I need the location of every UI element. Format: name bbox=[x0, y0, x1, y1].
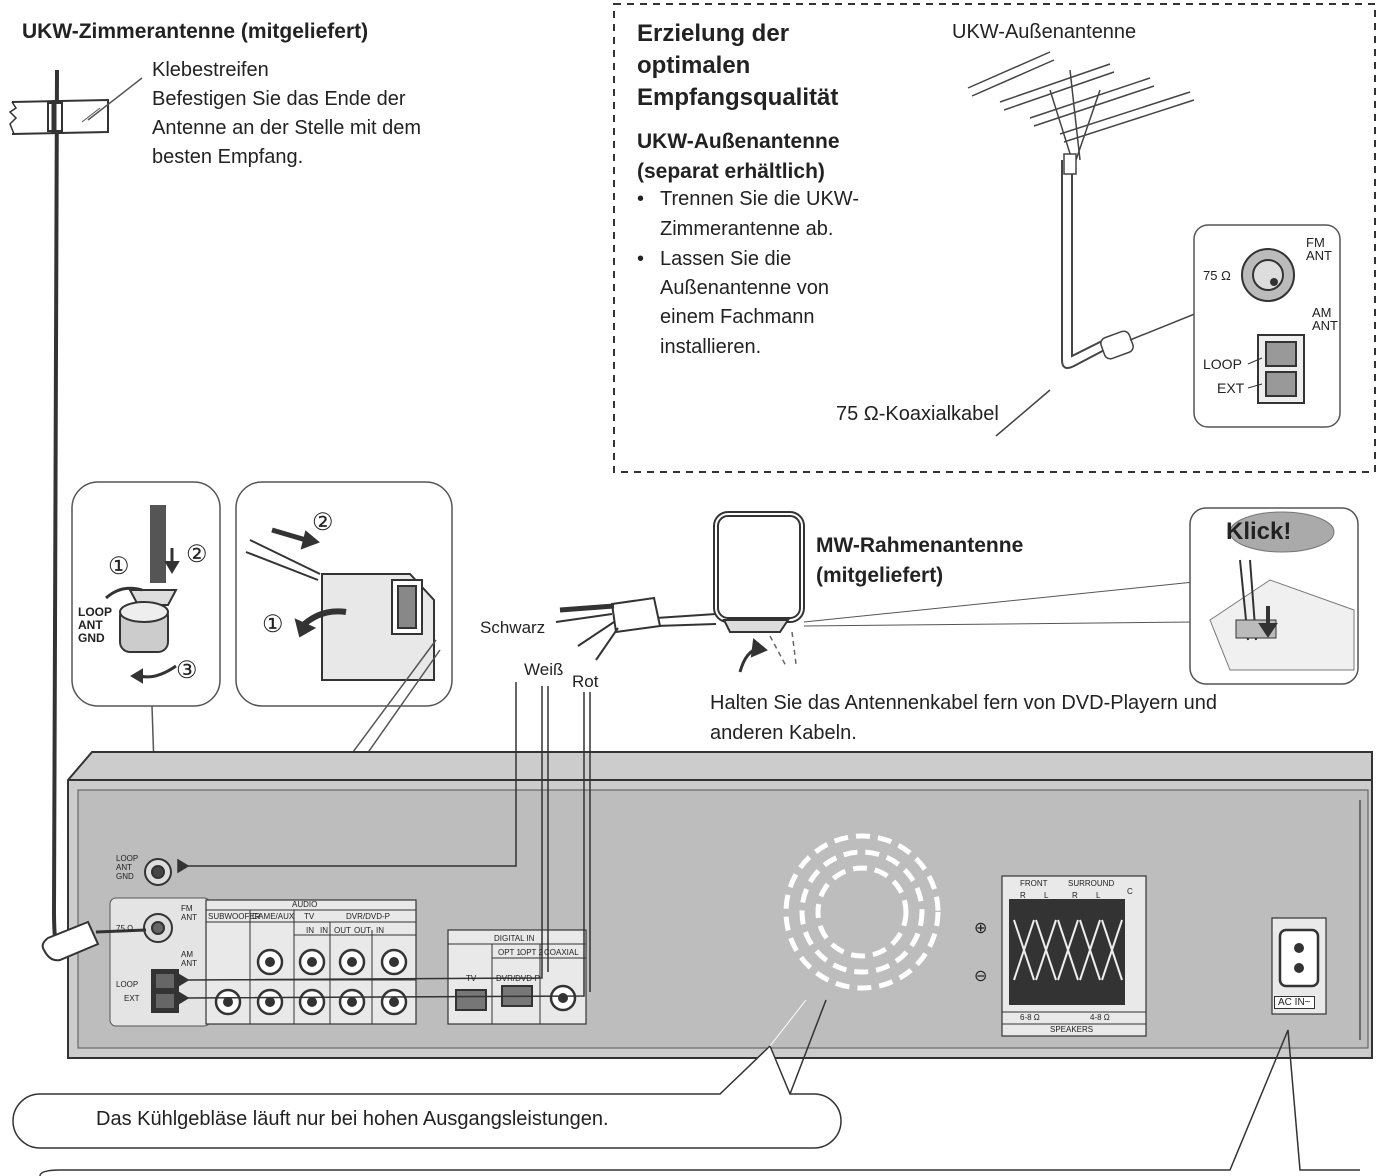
panel-speakers: SPEAKERS bbox=[1050, 1025, 1094, 1034]
mw-loop-title-line-1: MW-Rahmenantenne bbox=[816, 534, 1024, 557]
outdoor-antenna-label: UKW-Außenantenne bbox=[952, 21, 1137, 43]
outdoor-title-line-2: (separat erhältlich) bbox=[637, 160, 825, 183]
step-3-knob: ③ bbox=[176, 657, 198, 684]
step-bubble-knob bbox=[71, 481, 221, 707]
receiver-rear-panel bbox=[41, 751, 1373, 1059]
panel-audio-sub-2: IN bbox=[320, 926, 328, 935]
panel-ohm-front: 6-8 Ω bbox=[1020, 1013, 1040, 1022]
tape-hint-line-1: Befestigen Sie das Ende der bbox=[152, 88, 406, 110]
panel-minus: ⊖ bbox=[974, 968, 988, 985]
panel-audio-sub-1: IN bbox=[306, 926, 314, 935]
inset-ohm: 75 Ω bbox=[1203, 268, 1231, 283]
panel-front: FRONT bbox=[1020, 879, 1048, 888]
outdoor-antenna-illustration bbox=[967, 51, 1275, 437]
optimal-reception-box bbox=[613, 3, 1376, 473]
keep-away-line-1: Halten Sie das Antennenkabel fern von DV… bbox=[710, 692, 1217, 714]
inset-loop: LOOP bbox=[1203, 356, 1242, 372]
bullet-2-line-4: installieren. bbox=[660, 336, 762, 358]
panel-digital-tv: TV bbox=[466, 974, 477, 983]
antenna-terminal-inset bbox=[1193, 224, 1341, 428]
panel-loop: LOOP bbox=[116, 980, 139, 989]
step-2-knob: ② bbox=[186, 541, 208, 568]
wire-red-label: Rot bbox=[572, 672, 599, 691]
optimal-title-line-1: Erzielung der bbox=[637, 20, 790, 47]
panel-digital-in: DIGITAL IN bbox=[494, 934, 535, 943]
coax-cable-label: 75 Ω-Koaxialkabel bbox=[836, 403, 999, 425]
panel-spk-l1: L bbox=[1044, 891, 1049, 900]
bullet-2-line-2: Außenantenne von bbox=[660, 277, 830, 299]
panel-digital-dvr: DVR/DVD-P bbox=[496, 974, 541, 983]
panel-center: C bbox=[1127, 887, 1133, 896]
panel-spk-l2: L bbox=[1096, 891, 1101, 900]
cooling-fan-grille bbox=[783, 833, 941, 991]
step-1-knob: ① bbox=[108, 553, 130, 580]
bullet-dot-2: • bbox=[637, 248, 645, 270]
panel-ext: EXT bbox=[124, 994, 140, 1003]
fan-note: Das Kühlgebläse läuft nur bei hohen Ausg… bbox=[96, 1108, 609, 1130]
step-1-clip: ① bbox=[262, 611, 284, 638]
step-2-clip: ② bbox=[312, 509, 334, 536]
bullet-1-line-1: Trennen Sie die UKW- bbox=[660, 188, 859, 210]
mw-loop-title-line-2: (mitgeliefert) bbox=[816, 564, 944, 587]
panel-plus: ⊕ bbox=[974, 920, 988, 937]
fan-note-callout bbox=[12, 999, 842, 1149]
optimal-title-line-3: Empfangsqualität bbox=[637, 84, 839, 111]
bullet-dot-1: • bbox=[637, 188, 645, 210]
tape-hint-line-2: Antenne an der Stelle mit dem bbox=[152, 117, 422, 139]
tape-label: Klebestreifen bbox=[152, 59, 269, 81]
panel-ac-in: AC IN~ bbox=[1274, 996, 1315, 1009]
panel-ohm-rear: 4-8 Ω bbox=[1090, 1013, 1110, 1022]
panel-opt2: OPT 2 bbox=[520, 948, 543, 957]
panel-audio: AUDIO bbox=[292, 900, 318, 909]
optimal-title-line-2: optimalen bbox=[637, 52, 751, 79]
outdoor-title-line-1: UKW-Außenantenne bbox=[637, 130, 840, 153]
panel-opt1: OPT 1 bbox=[498, 948, 521, 957]
bullet-1-line-2: Zimmerantenne ab. bbox=[660, 218, 834, 240]
panel-audio-sub-3: OUT bbox=[334, 926, 351, 935]
panel-audio-sub-4: OUT bbox=[354, 926, 371, 935]
panel-ohm: 75 Ω bbox=[116, 924, 134, 933]
indoor-antenna-title: UKW-Zimmerantenne (mitgeliefert) bbox=[22, 20, 369, 43]
tape-hint-line-3: besten Empfang. bbox=[152, 146, 304, 168]
panel-dvr: DVR/DVD-P bbox=[346, 912, 391, 921]
wire-white-label: Weiß bbox=[524, 660, 564, 679]
bullet-2-line-3: einem Fachmann bbox=[660, 306, 815, 328]
mw-loop-antenna-illustration bbox=[555, 511, 1195, 673]
panel-tv: TV bbox=[304, 912, 315, 921]
panel-game-aux: GAME/AUX bbox=[252, 912, 295, 921]
panel-spk-r2: R bbox=[1072, 891, 1078, 900]
panel-audio-sub-5: IN bbox=[376, 926, 384, 935]
inset-ext: EXT bbox=[1217, 380, 1245, 396]
wire-black-label: Schwarz bbox=[480, 618, 546, 637]
click-label: Klick! bbox=[1226, 518, 1292, 545]
panel-coaxial: COAXIAL bbox=[544, 948, 579, 957]
keep-away-line-2: anderen Kabeln. bbox=[710, 722, 857, 744]
panel-surround: SURROUND bbox=[1068, 879, 1115, 888]
click-inset bbox=[1189, 507, 1359, 685]
panel-subwoofer: SUBWOOFER bbox=[208, 912, 261, 921]
am-lead-wires bbox=[177, 682, 591, 1006]
step-bubble-clip bbox=[183, 481, 453, 1001]
bullet-2-line-1: Lassen Sie die bbox=[660, 248, 792, 270]
panel-spk-r1: R bbox=[1020, 891, 1026, 900]
